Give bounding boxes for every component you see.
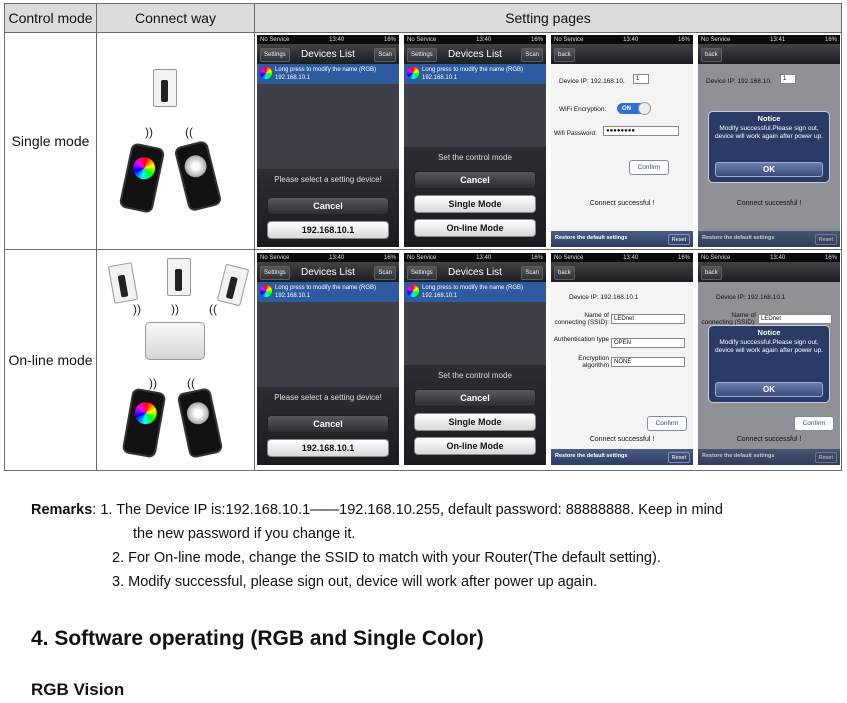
nav-title: Devices List: [301, 48, 355, 60]
scan-button[interactable]: Scan: [374, 266, 396, 280]
row-label-single: Single mode: [4, 32, 97, 250]
remark-3: 3. Modify successful, please sign out, d…: [112, 574, 598, 590]
restore-defaults-button[interactable]: Restore the default settings: [555, 453, 628, 459]
wifi-icon: )): [133, 302, 141, 316]
action-sheet: Set the control mode Cancel Single Mode …: [404, 147, 546, 247]
wifi-icon: ((: [209, 302, 217, 316]
action-sheet: Set the control mode Cancel Single Mode …: [404, 365, 546, 465]
device-row[interactable]: Long press to modify the name (RGB)192.1…: [257, 282, 399, 302]
action-sheet: Please select a setting device! Cancel 1…: [257, 387, 399, 465]
header-connect-way: Connect way: [96, 3, 255, 33]
back-button[interactable]: back: [554, 266, 575, 280]
settings-button[interactable]: Settings: [260, 266, 290, 280]
ok-button[interactable]: OK: [715, 162, 823, 177]
single-mode-button[interactable]: Single Mode: [414, 413, 536, 431]
controller-device-icon: [167, 258, 191, 296]
online-connect-illustration: )) )) (( )) ((: [96, 249, 255, 471]
back-button[interactable]: back: [701, 48, 722, 62]
subsection-title: RGB Vision: [31, 680, 125, 699]
notice-dialog: Notice Modify successful.Please sign out…: [708, 111, 830, 183]
cancel-button[interactable]: Cancel: [414, 171, 536, 189]
action-sheet: Please select a setting device! Cancel 1…: [257, 169, 399, 247]
device-row[interactable]: Long press to modify the name (RGB)192.1…: [404, 282, 546, 302]
section-title: 4. Software operating (RGB and Single Co…: [31, 627, 484, 650]
ok-button[interactable]: OK: [715, 382, 823, 397]
settings-button[interactable]: Settings: [260, 48, 290, 62]
wifi-icon: )): [145, 125, 153, 139]
wifi-icon: )): [149, 376, 157, 390]
remark-1: Remarks: 1. The Device IP is:192.168.10.…: [31, 502, 723, 518]
auth-type-select[interactable]: OPEN: [611, 338, 685, 348]
single-connect-illustration: )) ((: [96, 32, 255, 250]
controller-device-icon: [216, 263, 250, 307]
device-row[interactable]: Long press to modify the name (RGB)192.1…: [404, 64, 546, 84]
router-icon: [145, 322, 205, 360]
rgb-icon: [260, 67, 272, 79]
wifi-encryption-toggle[interactable]: ON: [617, 102, 651, 115]
confirm-button[interactable]: Confirm: [629, 160, 669, 175]
settings-button[interactable]: Settings: [407, 48, 437, 62]
phone-icon: [118, 142, 166, 214]
cancel-button[interactable]: Cancel: [267, 197, 389, 215]
device-ip-button[interactable]: 192.168.10.1: [267, 439, 389, 457]
rgb-icon: [407, 67, 419, 79]
encryption-select[interactable]: NONE: [611, 357, 685, 367]
phone-icon: [173, 139, 223, 213]
header-control-mode: Control mode: [4, 3, 97, 33]
remark-2: 2. For On-line mode, change the SSID to …: [112, 550, 661, 566]
scan-button[interactable]: Scan: [374, 48, 396, 62]
phone-icon: [121, 387, 167, 459]
phone-icon: [176, 387, 224, 459]
row-label-online: On-line mode: [4, 249, 97, 471]
restore-defaults-button[interactable]: Restore the default settings: [555, 235, 628, 241]
reset-button[interactable]: Reset: [667, 234, 690, 245]
wifi-icon: )): [171, 302, 179, 316]
online-mode-button[interactable]: On-line Mode: [414, 219, 536, 237]
scan-button[interactable]: Scan: [521, 48, 543, 62]
confirm-button[interactable]: Confirm: [647, 416, 687, 431]
cancel-button[interactable]: Cancel: [267, 415, 389, 433]
wifi-icon: ((: [187, 376, 195, 390]
cancel-button[interactable]: Cancel: [414, 389, 536, 407]
rgb-icon: [260, 285, 272, 297]
back-button[interactable]: back: [554, 48, 575, 62]
notice-dialog: Notice Modify successful.Please sign out…: [708, 325, 830, 403]
back-button[interactable]: back: [701, 266, 722, 280]
ip-suffix-input[interactable]: 1: [633, 74, 649, 84]
wifi-icon: ((: [185, 125, 193, 139]
device-ip-button[interactable]: 192.168.10.1: [267, 221, 389, 239]
online-mode-button[interactable]: On-line Mode: [414, 437, 536, 455]
header-setting-pages: Setting pages: [254, 3, 842, 33]
ssid-input[interactable]: LEDnet: [611, 314, 685, 324]
device-row[interactable]: Long press to modify the name (RGB)192.1…: [257, 64, 399, 84]
rgb-icon: [407, 285, 419, 297]
controller-device-icon: [153, 69, 177, 107]
scan-button[interactable]: Scan: [521, 266, 543, 280]
controller-device-icon: [107, 262, 139, 304]
settings-button[interactable]: Settings: [407, 266, 437, 280]
wifi-password-input[interactable]: ●●●●●●●●: [603, 126, 679, 136]
reset-button[interactable]: Reset: [667, 452, 690, 463]
remark-1-cont: the new password if you change it.: [133, 526, 356, 542]
single-mode-button[interactable]: Single Mode: [414, 195, 536, 213]
